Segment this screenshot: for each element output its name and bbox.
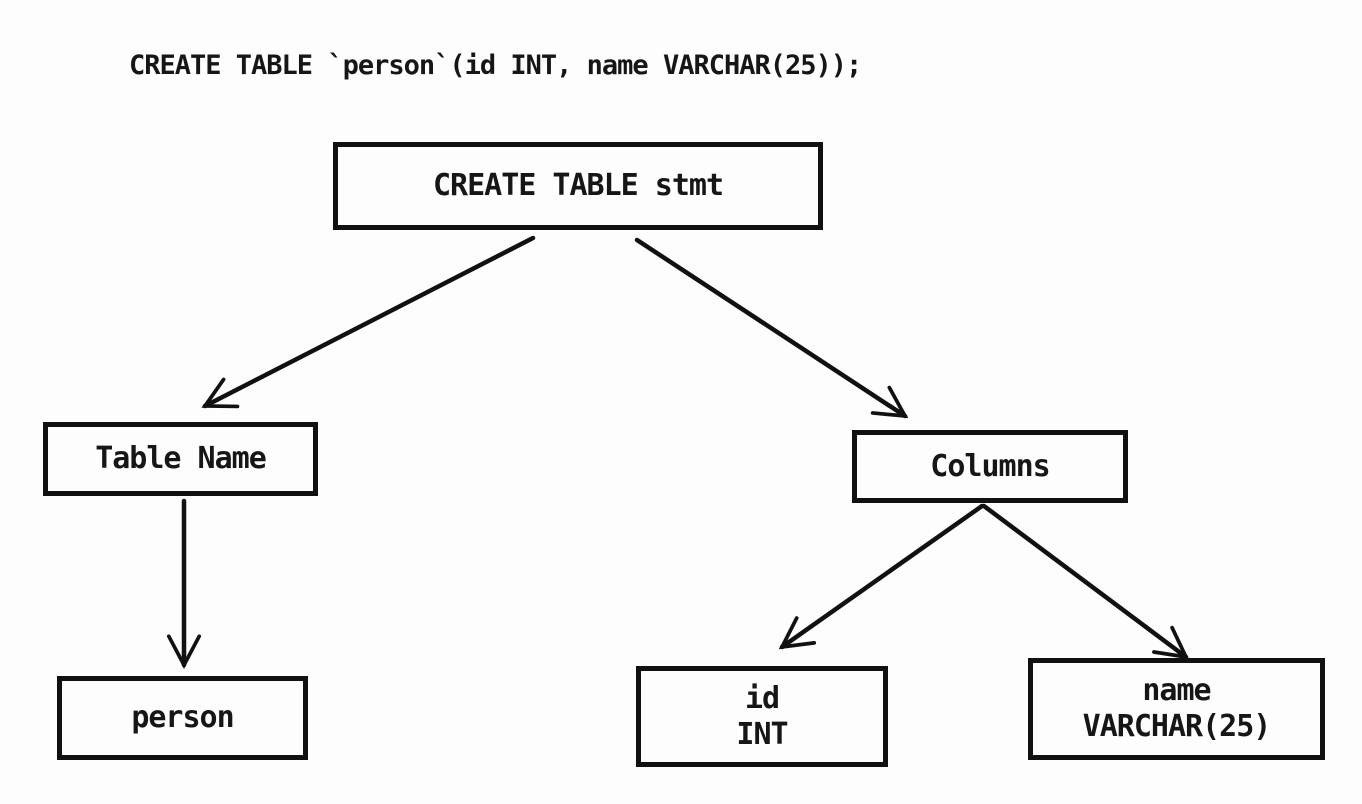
node-name-type-label: VARCHAR(25) [1082,709,1272,744]
edge-root-to-columns [634,237,909,419]
edge-root-to-table-name [201,235,536,409]
node-table-name: Table Name [43,422,318,496]
node-create-table-stmt-label: CREATE TABLE stmt [432,168,724,203]
node-id-int: id INT [636,666,888,767]
node-columns: Columns [852,430,1128,503]
node-name-label: name [1142,673,1211,708]
node-person-label: person [131,700,234,735]
node-name-varchar: name VARCHAR(25) [1028,658,1325,760]
edge-columns-to-id [778,503,985,650]
node-table-name-label: Table Name [95,441,267,476]
node-id-label: id [744,680,780,716]
node-id-type-label: INT [736,716,788,752]
node-create-table-stmt: CREATE TABLE stmt [333,142,823,230]
node-columns-label: Columns [930,448,1050,484]
sql-statement-text: CREATE TABLE `person`(id INT, name VARCH… [129,50,862,81]
node-person: person [57,676,308,760]
edge-columns-to-name [981,503,1190,660]
